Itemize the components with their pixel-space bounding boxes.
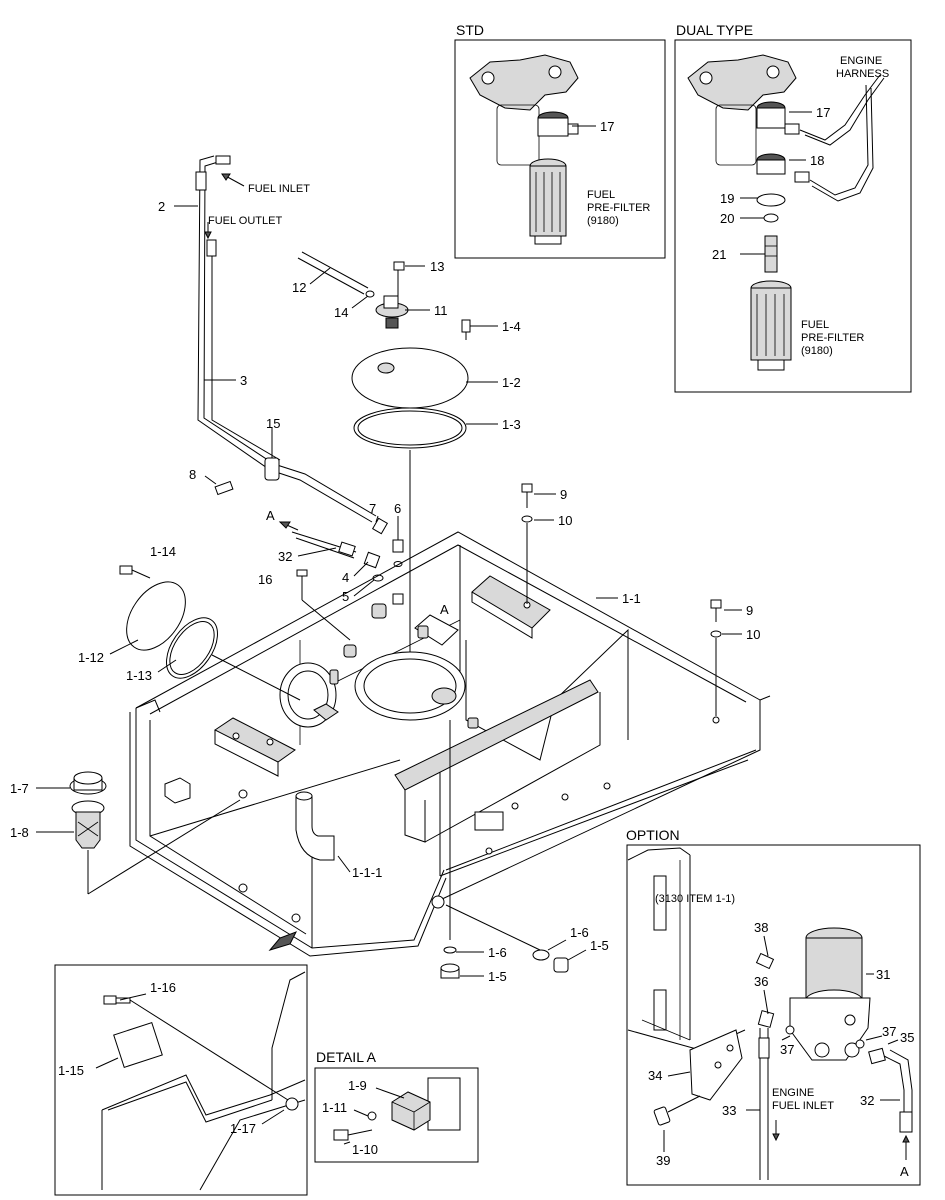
std-panel: STD 17 FUEL PRE-FILTER (9180) bbox=[454, 22, 666, 259]
callout-10-top: 10 bbox=[558, 513, 572, 528]
callout-option-37-right: 37 bbox=[882, 1024, 896, 1039]
callout-1-13: 1-13 bbox=[126, 668, 152, 683]
callout-3: 3 bbox=[240, 373, 247, 388]
main-leaders bbox=[36, 205, 742, 977]
arrow-a-detail: A bbox=[440, 602, 449, 617]
fuel-outlet-note: FUEL OUTLET bbox=[208, 215, 282, 227]
callout-option-36: 36 bbox=[754, 974, 768, 989]
callout-1-16: 1-16 bbox=[150, 980, 176, 995]
callout-1-2: 1-2 bbox=[502, 375, 521, 390]
callout-1-17: 1-17 bbox=[230, 1121, 256, 1136]
callout-11: 11 bbox=[434, 303, 448, 318]
callout-1-15: 1-15 bbox=[58, 1063, 84, 1078]
dual-panel: DUAL TYPE 1 bbox=[674, 22, 912, 393]
callout-1-8: 1-8 bbox=[10, 825, 29, 840]
arrow-a-top: A bbox=[266, 508, 275, 523]
arrow-a-option: A bbox=[900, 1164, 909, 1179]
fuel-inlet-note: FUEL INLET bbox=[248, 183, 310, 195]
callout-1-3: 1-3 bbox=[502, 417, 521, 432]
callout-9-right: 9 bbox=[746, 603, 753, 618]
callout-6: 6 bbox=[394, 501, 401, 516]
dual-prefilter-note: PRE-FILTER bbox=[801, 332, 864, 344]
callout-9-top: 9 bbox=[560, 487, 567, 502]
callout-7: 7 bbox=[369, 501, 376, 516]
callout-15: 15 bbox=[266, 416, 280, 431]
callout-option-33: 33 bbox=[722, 1103, 736, 1118]
callout-std-17: 17 bbox=[600, 119, 614, 134]
callout-dual-21: 21 bbox=[712, 247, 726, 262]
option-panel: OPTION A bbox=[626, 827, 921, 1186]
dual-code-note: (9180) bbox=[801, 345, 833, 357]
callout-1-12: 1-12 bbox=[78, 650, 104, 665]
callout-14: 14 bbox=[334, 305, 348, 320]
std-code-note: (9180) bbox=[587, 215, 619, 227]
callout-4: 4 bbox=[342, 570, 349, 585]
callout-16: 16 bbox=[258, 572, 272, 587]
callout-32-main: 32 bbox=[278, 549, 292, 564]
callout-1-1-1: 1-1-1 bbox=[352, 865, 382, 880]
callout-1-10: 1-10 bbox=[352, 1142, 378, 1157]
engine-fuel-inlet-note-1: ENGINE bbox=[772, 1087, 814, 1099]
callout-1-9: 1-9 bbox=[348, 1078, 367, 1093]
callout-2: 2 bbox=[158, 199, 165, 214]
callout-1-14: 1-14 bbox=[150, 544, 176, 559]
callout-5: 5 bbox=[342, 589, 349, 604]
std-panel-title: STD bbox=[456, 22, 484, 38]
callout-option-39: 39 bbox=[656, 1153, 670, 1168]
option-panel-title: OPTION bbox=[626, 827, 680, 843]
callout-1-6-left: 1-6 bbox=[488, 945, 507, 960]
callout-1-5-left: 1-5 bbox=[488, 969, 507, 984]
callout-dual-19: 19 bbox=[720, 191, 734, 206]
callout-option-32: 32 bbox=[860, 1093, 874, 1108]
engine-note: ENGINE bbox=[840, 55, 882, 67]
callout-dual-20: 20 bbox=[720, 211, 734, 226]
std-fuel-note: FUEL bbox=[587, 189, 615, 201]
callout-10-right: 10 bbox=[746, 627, 760, 642]
detail-a-title: DETAIL A bbox=[316, 1049, 377, 1065]
callout-1-1: 1-1 bbox=[622, 591, 641, 606]
callout-option-34: 34 bbox=[648, 1068, 662, 1083]
std-prefilter-note: PRE-FILTER bbox=[587, 202, 650, 214]
callout-1-5-right: 1-5 bbox=[590, 938, 609, 953]
callout-option-37-left: 37 bbox=[780, 1042, 794, 1057]
dual-fuel-note: FUEL bbox=[801, 319, 829, 331]
cover-inset-panel: 1-16 1-15 1-17 bbox=[54, 964, 308, 1196]
dual-panel-title: DUAL TYPE bbox=[676, 22, 753, 38]
callout-dual-18: 18 bbox=[810, 153, 824, 168]
callout-dual-17: 17 bbox=[816, 105, 830, 120]
callout-1-7: 1-7 bbox=[10, 781, 29, 796]
callout-13: 13 bbox=[430, 259, 444, 274]
engine-fuel-inlet-note-2: FUEL INLET bbox=[772, 1100, 834, 1112]
callout-1-11: 1-11 bbox=[322, 1100, 347, 1115]
callout-12: 12 bbox=[292, 280, 306, 295]
callout-option-38: 38 bbox=[754, 920, 768, 935]
callout-option-31: 31 bbox=[876, 967, 890, 982]
fuel-tank-assembly: FUEL INLET FUEL OUTLET A bbox=[69, 155, 771, 979]
item-ref-note: (3130 ITEM 1-1) bbox=[655, 893, 735, 905]
main-callouts: 2 3 8 15 12 14 13 11 1-4 1-2 1-3 9 10 7 … bbox=[10, 199, 760, 984]
harness-note: HARNESS bbox=[836, 68, 889, 80]
callout-1-4: 1-4 bbox=[502, 319, 521, 334]
detail-a-panel: DETAIL A 1-9 1-11 1-10 bbox=[314, 1049, 479, 1163]
callout-8: 8 bbox=[189, 467, 196, 482]
callout-1-6-right: 1-6 bbox=[570, 925, 589, 940]
callout-option-35: 35 bbox=[900, 1030, 914, 1045]
